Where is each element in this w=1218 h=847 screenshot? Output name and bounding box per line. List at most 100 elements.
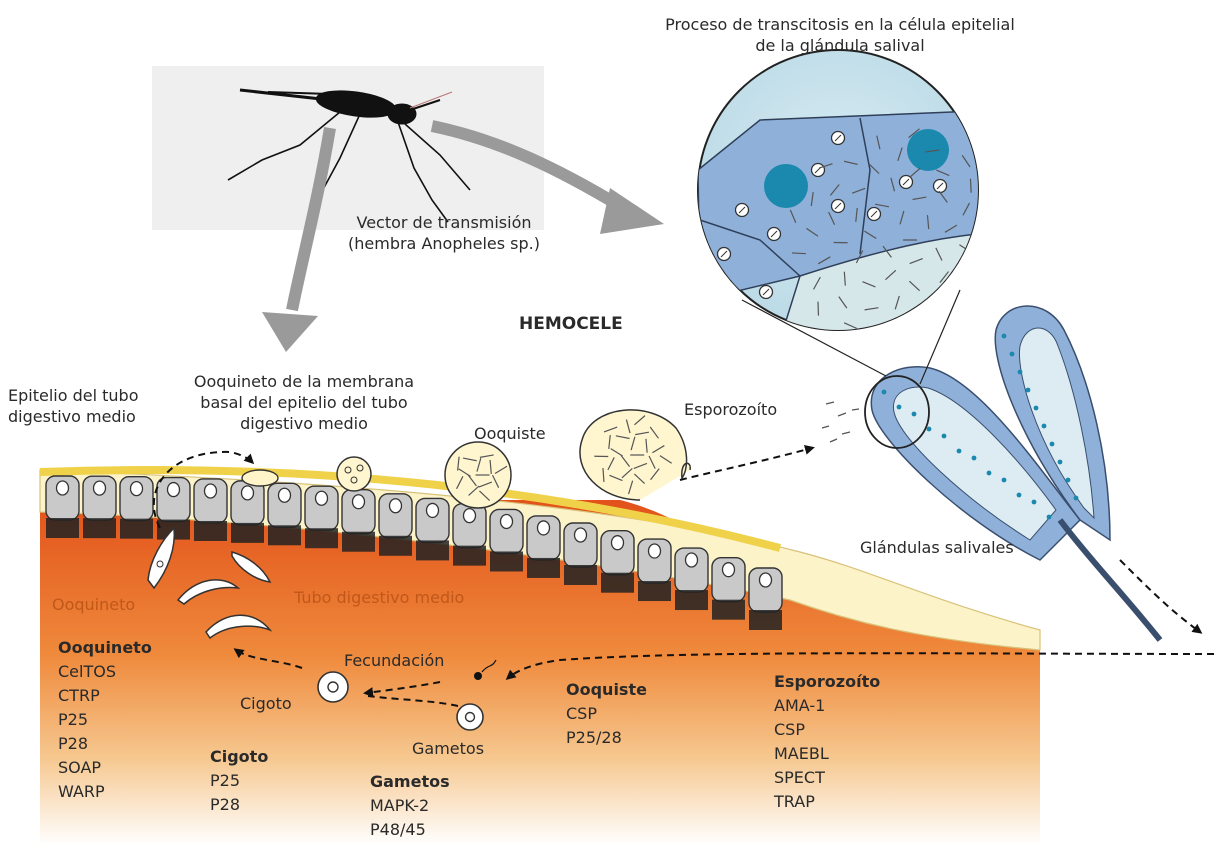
sporozoite bbox=[932, 324, 942, 334]
microgamete-cell bbox=[474, 672, 482, 680]
sporozoites-free bbox=[822, 402, 859, 442]
antigen-item: CSP bbox=[566, 702, 647, 726]
ookinete-membrane-label: Ooquineto de la membrana basal del epite… bbox=[184, 371, 424, 434]
oocyst-label: Ooquiste bbox=[474, 423, 546, 444]
nucleus-1 bbox=[764, 164, 808, 208]
antigen-item: P25/28 bbox=[566, 726, 647, 750]
mosquito-panel bbox=[152, 66, 544, 230]
salivary-glands-label: Glándulas salivales bbox=[860, 537, 1014, 558]
epithelial-cell bbox=[305, 486, 338, 548]
epithelium-label-line-1: Epitelio del tubo bbox=[8, 385, 138, 406]
antigen-item: P25 bbox=[210, 769, 268, 793]
antigen-item: CTRP bbox=[58, 684, 152, 708]
antigens-zygote-title: Cigoto bbox=[210, 745, 268, 769]
sporozoite bbox=[902, 337, 907, 350]
ookinete-membrane-label-line-2: basal del epitelio del tubo bbox=[184, 392, 424, 413]
transcytosis-zoom bbox=[698, 50, 1011, 350]
epithelium-label: Epitelio del tubo digestivo medio bbox=[8, 385, 138, 427]
sporozoite bbox=[912, 313, 915, 327]
ookinete-membrane bbox=[242, 470, 278, 486]
arrow-saliva-out bbox=[1120, 560, 1200, 632]
oocyst-small bbox=[337, 457, 371, 491]
sporozoite bbox=[928, 299, 942, 302]
gland-nucleus bbox=[1050, 442, 1055, 447]
antigens-gametes-title: Gametos bbox=[370, 770, 450, 794]
gland-nucleus bbox=[897, 405, 902, 410]
zoom-line-2 bbox=[920, 290, 960, 384]
epithelial-cell bbox=[342, 490, 375, 552]
epithelial-cell bbox=[749, 568, 782, 630]
antigens-ookinete-title: Ooquineto bbox=[58, 636, 152, 660]
antigens-sporozoite: Esporozoíto AMA-1 CSP MAEBL SPECT TRAP bbox=[774, 670, 880, 814]
antigens-oocyst-title: Ooquiste bbox=[566, 678, 647, 702]
sporozoite bbox=[970, 179, 971, 193]
gland-nucleus bbox=[957, 449, 962, 454]
epithelial-cell bbox=[675, 548, 708, 610]
antigens-oocyst: Ooquiste CSP P25/28 bbox=[566, 678, 647, 750]
antigen-item: TRAP bbox=[774, 790, 880, 814]
antigen-item: CSP bbox=[774, 718, 880, 742]
gland-nucleus bbox=[1032, 500, 1037, 505]
epithelial-cell bbox=[527, 516, 560, 578]
gametes-label: Gametos bbox=[412, 738, 484, 759]
gland-nucleus bbox=[1002, 334, 1007, 339]
gland-nucleus bbox=[927, 427, 932, 432]
epithelial-cell bbox=[638, 539, 671, 601]
sporozoite-label: Esporozoíto bbox=[684, 399, 777, 420]
gland-nucleus bbox=[1047, 515, 1052, 520]
sporozoite bbox=[879, 325, 890, 334]
antigen-item: P28 bbox=[58, 732, 152, 756]
ookinete-membrane-label-line-3: digestivo medio bbox=[184, 413, 424, 434]
gland-nucleus bbox=[1002, 478, 1007, 483]
epithelial-cell bbox=[416, 498, 449, 560]
gland-nucleus bbox=[1026, 388, 1031, 393]
gland-nucleus bbox=[972, 456, 977, 461]
epithelial-cell bbox=[120, 477, 153, 539]
ookinete-membrane-label-line-1: Ooquineto de la membrana bbox=[184, 371, 424, 392]
sporozoite bbox=[968, 269, 970, 283]
sporozoite bbox=[978, 293, 987, 304]
antigen-item: CelTOS bbox=[58, 660, 152, 684]
antigen-item: SPECT bbox=[774, 766, 880, 790]
epithelial-cell bbox=[453, 504, 486, 566]
epithelial-cell bbox=[83, 476, 116, 538]
epithelial-cell bbox=[712, 558, 745, 620]
zygote-cell bbox=[318, 672, 348, 702]
zygote-label: Cigoto bbox=[240, 693, 292, 714]
title-transcytosis: Proceso de transcitosis en la célula epi… bbox=[640, 14, 1040, 56]
sporozoite bbox=[792, 253, 806, 254]
antigen-item: P25 bbox=[58, 708, 152, 732]
gland-nucleus bbox=[1058, 460, 1063, 465]
epithelial-cell bbox=[490, 509, 523, 571]
antigen-item: SOAP bbox=[58, 756, 152, 780]
gland-nucleus bbox=[1010, 352, 1015, 357]
nucleus-2 bbox=[907, 129, 949, 171]
antigens-zygote: Cigoto P25 P28 bbox=[210, 745, 268, 817]
antigen-item: WARP bbox=[58, 780, 152, 804]
ookinete-label: Ooquineto bbox=[52, 594, 135, 615]
gland-nucleus bbox=[912, 412, 917, 417]
epithelial-cell bbox=[268, 483, 301, 545]
gland-nucleus bbox=[882, 390, 887, 395]
gland-nucleus bbox=[1066, 478, 1071, 483]
gland-nucleus bbox=[1074, 496, 1079, 501]
antigen-item: MAEBL bbox=[774, 742, 880, 766]
gland-nucleus bbox=[942, 434, 947, 439]
antigens-sporozoite-title: Esporozoíto bbox=[774, 670, 880, 694]
midgut bbox=[40, 470, 1040, 845]
hemocele-label: HEMOCELE bbox=[519, 314, 623, 335]
midgut-label: Tubo digestivo medio bbox=[294, 587, 464, 608]
sporozoite bbox=[1000, 241, 1011, 249]
vector-label: Vector de transmisión (hembra Anopheles … bbox=[330, 212, 558, 254]
antigen-item: MAPK-2 bbox=[370, 794, 450, 818]
antigen-item: AMA-1 bbox=[774, 694, 880, 718]
vector-label-line-2: (hembra Anopheles sp.) bbox=[330, 233, 558, 254]
sporozoite bbox=[956, 327, 970, 330]
epithelial-cell bbox=[601, 531, 634, 593]
gland-nucleus bbox=[1017, 493, 1022, 498]
gland-nucleus bbox=[1018, 370, 1023, 375]
fertilization-label: Fecundación bbox=[344, 650, 444, 671]
arrow-to-sporozoite bbox=[680, 448, 812, 480]
antigen-item: P48/45 bbox=[370, 818, 450, 842]
sporozoite bbox=[987, 207, 999, 214]
